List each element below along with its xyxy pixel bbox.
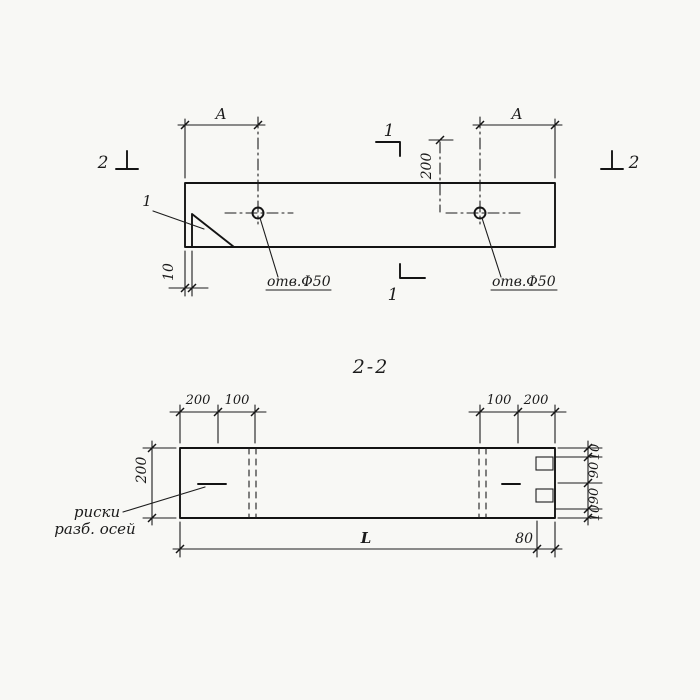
dim-top-left: 200 100: [169, 393, 267, 444]
groove-bottom: [535, 488, 554, 503]
corner-detail-triangle: [191, 213, 235, 248]
hole-note-left-label: отв.Φ50: [267, 274, 331, 290]
section-mark-1-bottom: 1: [388, 263, 426, 305]
groove-top: [535, 456, 554, 471]
tick: [550, 407, 560, 417]
dim-200-label: 200: [523, 393, 549, 408]
tick: [175, 407, 185, 417]
dim-a-right-label: A: [510, 105, 523, 123]
tick: [583, 513, 593, 523]
section-view: 2-2 200 100: [54, 356, 603, 558]
tick: [187, 283, 197, 293]
leader-line: [259, 217, 279, 278]
top-view: A A 2 2 1 1: [97, 105, 640, 305]
dim-a-left-label: A: [214, 105, 227, 123]
tick: [550, 544, 560, 554]
dim-height-200-label: 200: [134, 457, 150, 485]
section-2-label: 2: [628, 153, 640, 173]
dim-10-top-label: 10: [588, 444, 603, 461]
axis-note-line2: разб. осей: [54, 520, 135, 538]
beam-outline: [184, 182, 556, 248]
section-1-label: 1: [384, 121, 395, 141]
hole-left: [251, 206, 265, 220]
tick: [583, 504, 593, 514]
tick: [475, 407, 485, 417]
section-outline: [179, 447, 556, 519]
hole-right: [473, 206, 487, 220]
tick: [583, 443, 593, 453]
section-title: 2-2: [352, 356, 390, 378]
tick: [583, 452, 593, 462]
tick: [180, 283, 190, 293]
dim-100-label: 100: [487, 393, 512, 408]
tick: [175, 544, 185, 554]
tick: [435, 135, 445, 145]
tick: [180, 120, 190, 130]
cut-mark: [399, 263, 426, 279]
dim-10-label: 10: [161, 263, 177, 281]
leader-line: [481, 217, 502, 278]
dim-200-label: 200: [185, 393, 211, 408]
cut-mark: [115, 150, 139, 170]
dim-10-bottom-label: 10: [588, 505, 603, 522]
dim-left-height: 200: [134, 440, 177, 526]
detail-callout-label: 1: [142, 192, 152, 210]
tick: [147, 513, 157, 523]
section-mark-2-right: 2: [600, 150, 640, 173]
section-mark-2-left: 2: [97, 150, 139, 173]
tick: [532, 544, 542, 554]
dim-top-right: 100 200: [468, 393, 567, 444]
dim-100-label: 100: [225, 393, 250, 408]
detail-callout: 1: [142, 192, 205, 230]
tick: [147, 443, 157, 453]
leader-line: [152, 210, 205, 230]
dim-200-label: 200: [419, 153, 435, 181]
cut-mark: [375, 141, 401, 157]
hole-note-left: отв.Φ50: [259, 217, 332, 291]
hole-note-right: отв.Φ50: [481, 217, 558, 291]
tick: [513, 407, 523, 417]
dim-a-left: A: [177, 105, 266, 225]
dim-80-label: 80: [515, 531, 533, 547]
dim-a-right: A: [472, 105, 563, 225]
tick: [250, 407, 260, 417]
tick: [213, 407, 223, 417]
dim-bottom: L 80: [172, 520, 563, 558]
hole-note-right-label: отв.Φ50: [492, 274, 556, 290]
dim-right-stack: 10 90 90 10: [555, 440, 603, 526]
section-1-label: 1: [388, 285, 399, 305]
axis-note-line1: риски: [74, 503, 120, 521]
axis-note: риски разб. осей: [54, 486, 206, 538]
section-mark-1-top: 1: [375, 121, 401, 157]
dim-length-label: L: [360, 529, 372, 547]
leader-line: [122, 486, 206, 513]
tick: [550, 120, 560, 130]
section-2-label: 2: [97, 153, 109, 173]
dim-90-lower-label: 90: [587, 488, 602, 505]
dim-200-vertical: 200: [419, 135, 454, 213]
dim-90-upper-label: 90: [587, 462, 602, 479]
dim-10: 10: [161, 250, 209, 297]
cut-mark: [600, 150, 624, 170]
tick: [583, 478, 593, 488]
